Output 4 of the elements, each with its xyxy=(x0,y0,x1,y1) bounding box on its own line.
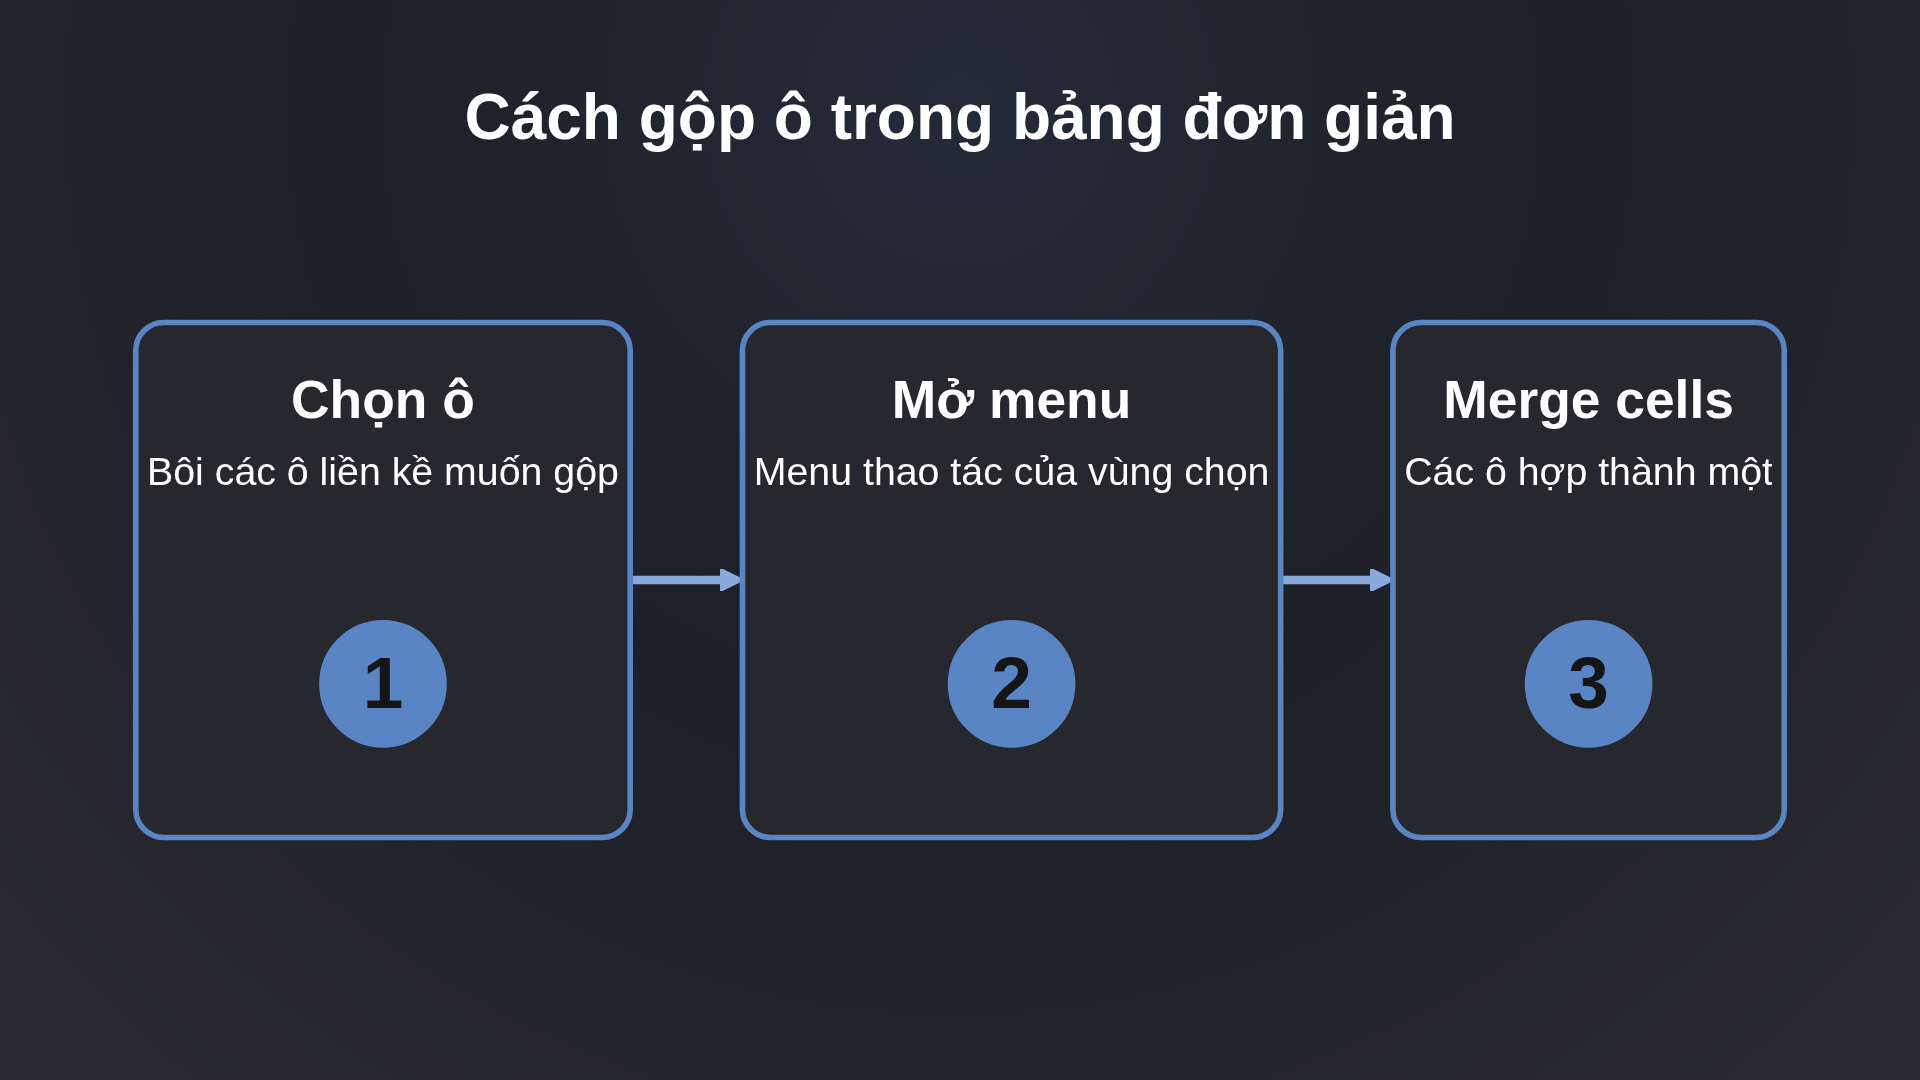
node-circle: 1 xyxy=(319,620,447,748)
node-circle: 3 xyxy=(1524,620,1653,748)
title: Cách gộp ô trong bảng đơn giản xyxy=(463,80,1457,154)
node-circle: 2 xyxy=(947,620,1076,748)
